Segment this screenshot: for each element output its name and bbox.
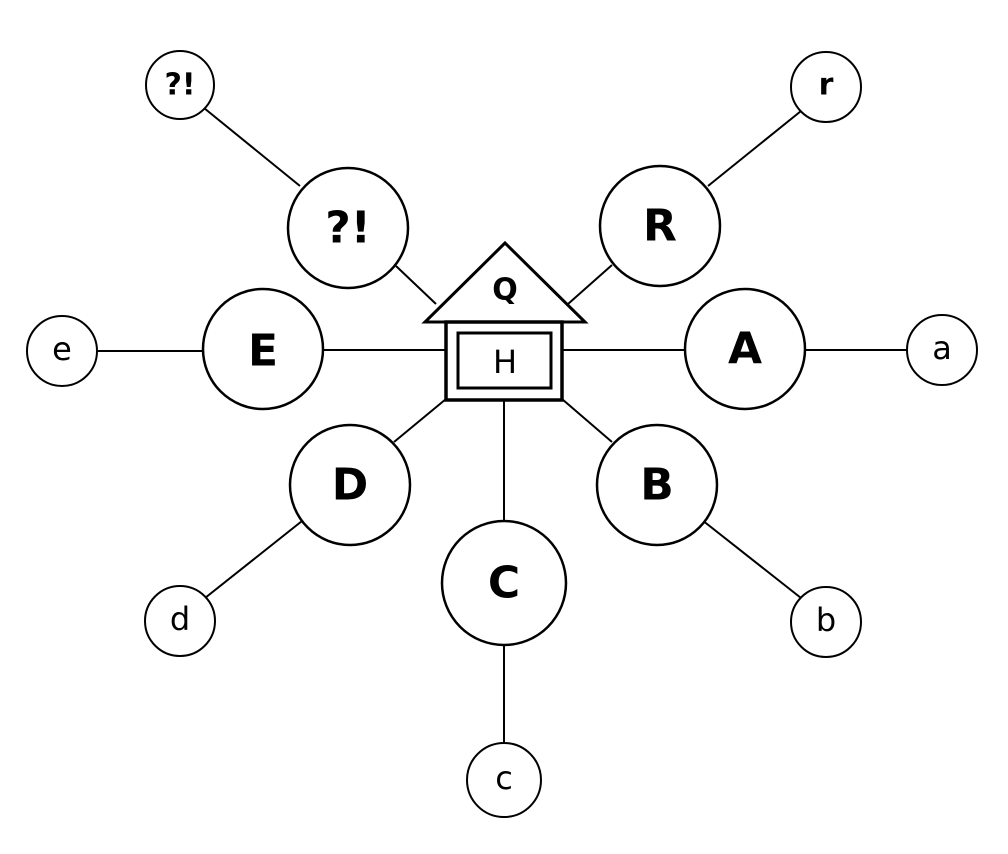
house-label: H: [493, 343, 517, 381]
node-label: ?!: [164, 68, 195, 103]
node-label: r: [819, 68, 834, 103]
connector-hub-b: [561, 398, 613, 443]
house-inner-frame: [456, 331, 553, 390]
connector-hub-r: [567, 264, 613, 305]
node-c-small: c: [466, 742, 542, 818]
node-label: R: [643, 201, 677, 252]
node-r-small: r: [790, 51, 862, 123]
node-label: A: [728, 324, 762, 375]
node-label: E: [248, 326, 278, 377]
node-label: d: [170, 600, 190, 638]
connector-hub-qe: [395, 265, 437, 305]
connectors: [98, 107, 907, 743]
node-label: a: [932, 329, 952, 367]
node-c-big: C: [440, 519, 568, 647]
node-label: e: [52, 330, 72, 368]
node-b-small: b: [790, 586, 862, 658]
roof-label: Q: [492, 273, 518, 308]
node-b-big: B: [595, 423, 719, 547]
node-d-small: d: [144, 585, 216, 657]
connector-b: [701, 519, 802, 599]
node-qe-big: ?!: [286, 166, 410, 290]
node-d-big: D: [288, 423, 412, 547]
node-label: D: [332, 460, 369, 511]
node-label: B: [640, 460, 674, 511]
hub-house: Q H: [421, 240, 589, 402]
node-qe-small: ?!: [145, 50, 215, 120]
connector-r: [707, 110, 802, 187]
node-label: b: [816, 601, 836, 639]
connector-d: [204, 520, 303, 599]
node-e-small: e: [26, 315, 98, 387]
node-label: c: [495, 759, 513, 797]
node-a-big: A: [683, 287, 807, 411]
node-a-small: a: [906, 314, 978, 386]
node-label: C: [488, 558, 520, 609]
connector-qe: [203, 107, 301, 187]
node-label: ?!: [325, 203, 371, 254]
node-e-big: E: [201, 287, 325, 411]
node-r-big: R: [598, 164, 722, 288]
connector-hub-d: [393, 398, 447, 443]
